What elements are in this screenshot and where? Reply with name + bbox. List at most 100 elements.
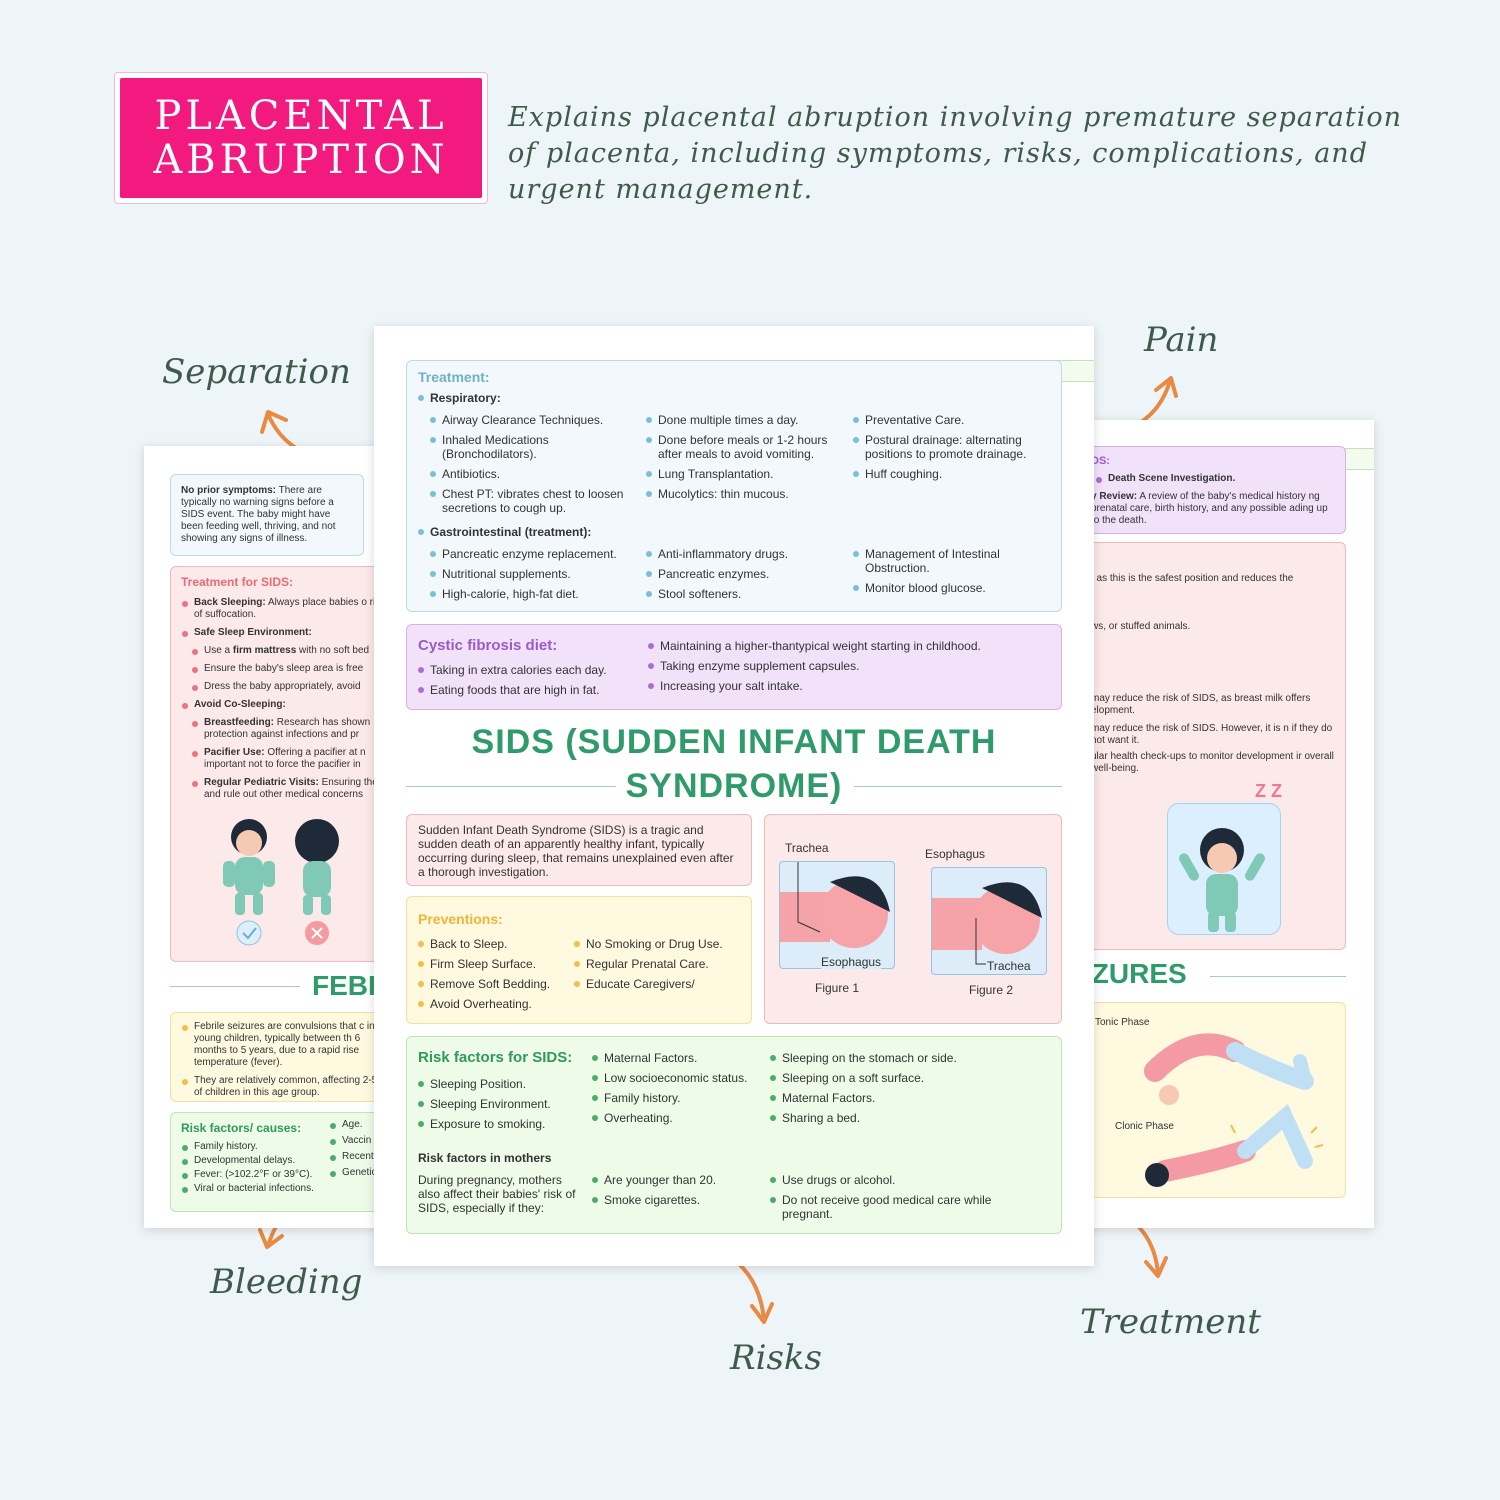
list-item: Sharing a bed. (769, 1111, 1049, 1125)
list-item: Regular Pediatric Visits: Ensuring the a… (191, 777, 384, 801)
list-item: Recent (329, 1151, 376, 1163)
treatment-title: Treatment: (418, 369, 490, 385)
list-item: Mucolytics: thin mucous. (645, 487, 845, 501)
tagline: Explains placental abruption involving p… (508, 102, 1402, 205)
investigation-box: DS: Death Scene Investigation. y Review:… (1084, 446, 1346, 534)
clonic-phase-figure (1145, 1104, 1324, 1187)
arrow-separation-head (260, 410, 288, 434)
left-page: No prior symptoms: There are typically n… (144, 446, 384, 1228)
figure-1-airway-illustration (780, 862, 890, 948)
treatment-sids-title: Treatment for SIDS: (181, 575, 294, 589)
list-item: Use drugs or alcohol. (769, 1173, 1029, 1187)
list-item: Avoid Co-Sleeping: (181, 699, 384, 711)
list-item: Eating foods that are high in fat. (417, 683, 647, 697)
risk-factors-box: Risk factors for SIDS: Sleeping Position… (406, 1036, 1062, 1234)
list-item: Airway Clearance Techniques. (429, 413, 629, 427)
arrow-pain-head (1154, 376, 1178, 398)
review-text: y Review: A review of the baby's medical… (1091, 491, 1328, 526)
list-item: Maternal Factors. (591, 1051, 771, 1065)
section-title-febrile: FEBR (312, 970, 384, 1001)
label-treatment: Treatment (1080, 1302, 1261, 1342)
list-item: High-calorie, high-fat diet. (429, 587, 641, 601)
list-item: Do not receive good medical care while p… (769, 1193, 1029, 1221)
arrow-bleeding-head (258, 1228, 284, 1249)
title-badge-frame: PLACENTAL ABRUPTION (114, 72, 488, 204)
list-item: Developmental delays. (181, 1155, 331, 1167)
cf-diet-box: Cystic fibrosis diet: Taking in extra ca… (406, 624, 1062, 710)
list-item: Family history. (591, 1091, 771, 1105)
list-item: Monitor blood glucose. (852, 581, 1052, 595)
title-rule-right (854, 786, 1062, 787)
figure-1-caption: Figure 1 (815, 981, 860, 995)
list-item: Regular Prenatal Care. (573, 957, 749, 971)
list-item: Sleeping on a soft surface. (769, 1071, 1049, 1085)
fig1-esophagus-label: Esophagus (821, 955, 882, 969)
list-item: Anti-inflammatory drugs. (645, 547, 845, 561)
cf-diet-title: Cystic fibrosis diet: (418, 637, 558, 654)
badge-line-2: ABRUPTION (153, 137, 449, 183)
title-rule-left (406, 786, 616, 787)
list-item: Antibiotics. (429, 467, 629, 481)
list-item: Lung Transplantation. (645, 467, 845, 481)
list-item: Pancreatic enzyme replacement. (429, 547, 641, 561)
label-separation: Separation (162, 352, 351, 392)
clonic-phase-label: Clonic Phase (1115, 1121, 1174, 1132)
list-item: Avoid Overheating. (417, 997, 567, 1011)
febrile-box: Febrile seizures are convulsions that c … (170, 1012, 384, 1102)
label-bleeding: Bleeding (210, 1262, 363, 1302)
arrow-risks-head (750, 1302, 774, 1324)
list-item: Firm Sleep Surface. (417, 957, 567, 971)
list-item: Breastfeeding: Research has shown protec… (191, 717, 384, 741)
list-item: Exposure to smoking. (417, 1117, 587, 1131)
section-title-seizures: IZURES (1084, 958, 1187, 989)
red-line-2: ws, or stuffed animals. (1091, 621, 1191, 632)
prevention-red-box: , as this is the safest position and red… (1084, 542, 1346, 950)
respiratory-heading: Respiratory: (417, 391, 501, 405)
no-prior-symptoms-box: No prior symptoms: There are typically n… (170, 474, 364, 556)
list-item: Overheating. (591, 1111, 771, 1125)
preventions-title: Preventions: (418, 911, 503, 927)
list-item: Postural drainage: alternating positions… (852, 433, 1052, 461)
list-item: Chest PT: vibrates chest to loosen secre… (429, 487, 629, 515)
main-page: Treatment: Respiratory: Airway Clearance… (374, 326, 1094, 1266)
list-item: Taking in extra calories each day. (417, 663, 647, 677)
list-item: Ensure the baby's sleep area is free (191, 663, 384, 675)
list-item: Use a firm mattress with no soft bed (191, 645, 384, 657)
list-item: Huff coughing. (852, 467, 1052, 481)
sleeping-baby-icon (1179, 828, 1265, 932)
definition-box: Sudden Infant Death Syndrome (SIDS) is a… (406, 814, 752, 886)
section-rule (1210, 976, 1346, 977)
prior-text: There are typically no warning signs bef… (181, 485, 336, 544)
risk-causes-box: Risk factors/ causes: Family history. De… (170, 1112, 384, 1212)
mothers-text: During pregnancy, mothers also affect th… (418, 1173, 576, 1215)
label-pain: Pain (1144, 320, 1219, 360)
list-item: Viral or bacterial infections. (181, 1183, 331, 1195)
badge-line-1: PLACENTAL (154, 93, 448, 139)
risk-factors-title: Risk factors for SIDS: (418, 1049, 573, 1066)
fig2-trachea-label: Trachea (987, 959, 1031, 973)
list-item: Death Scene Investigation. (1095, 473, 1235, 485)
list-item: Pacifier Use: Offering a pacifier at n i… (191, 747, 384, 771)
right-page: DS: Death Scene Investigation. y Review:… (1084, 420, 1374, 1228)
list-item: Back Sleeping: Always place babies o ris… (181, 597, 384, 621)
list-item: Fever: (>102.2°F or 39°C). (181, 1169, 331, 1181)
zz-sleep-icon: Z Z (1255, 781, 1282, 801)
figure-2-airway-illustration (932, 882, 1042, 965)
list-item: Febrile seizures are convulsions that c … (181, 1021, 384, 1069)
list-item: Nutritional supplements. (429, 567, 641, 581)
list-item: Back to Sleep. (417, 937, 567, 951)
section-rule (170, 986, 300, 987)
list-item: Genetic (329, 1167, 376, 1179)
arrow-treatment-head (1144, 1256, 1168, 1278)
tonic-phase-figure (1144, 1033, 1314, 1105)
list-item: Sleeping Position. (417, 1077, 587, 1091)
list-item: Low socioeconomic status. (591, 1071, 771, 1085)
seizure-illustration (1144, 1033, 1324, 1187)
baby-sleep-positions-illustration (223, 819, 339, 946)
treatment-sids-box: Treatment for SIDS: Back Sleeping: Alway… (170, 566, 384, 962)
list-item: Family history. (181, 1141, 331, 1153)
figure-2-frame (931, 867, 1047, 975)
gi-heading: Gastrointestinal (treatment): (417, 525, 591, 539)
tonic-phase-label: Tonic Phase (1095, 1017, 1150, 1028)
treatment-box: Treatment: Respiratory: Airway Clearance… (406, 360, 1062, 612)
